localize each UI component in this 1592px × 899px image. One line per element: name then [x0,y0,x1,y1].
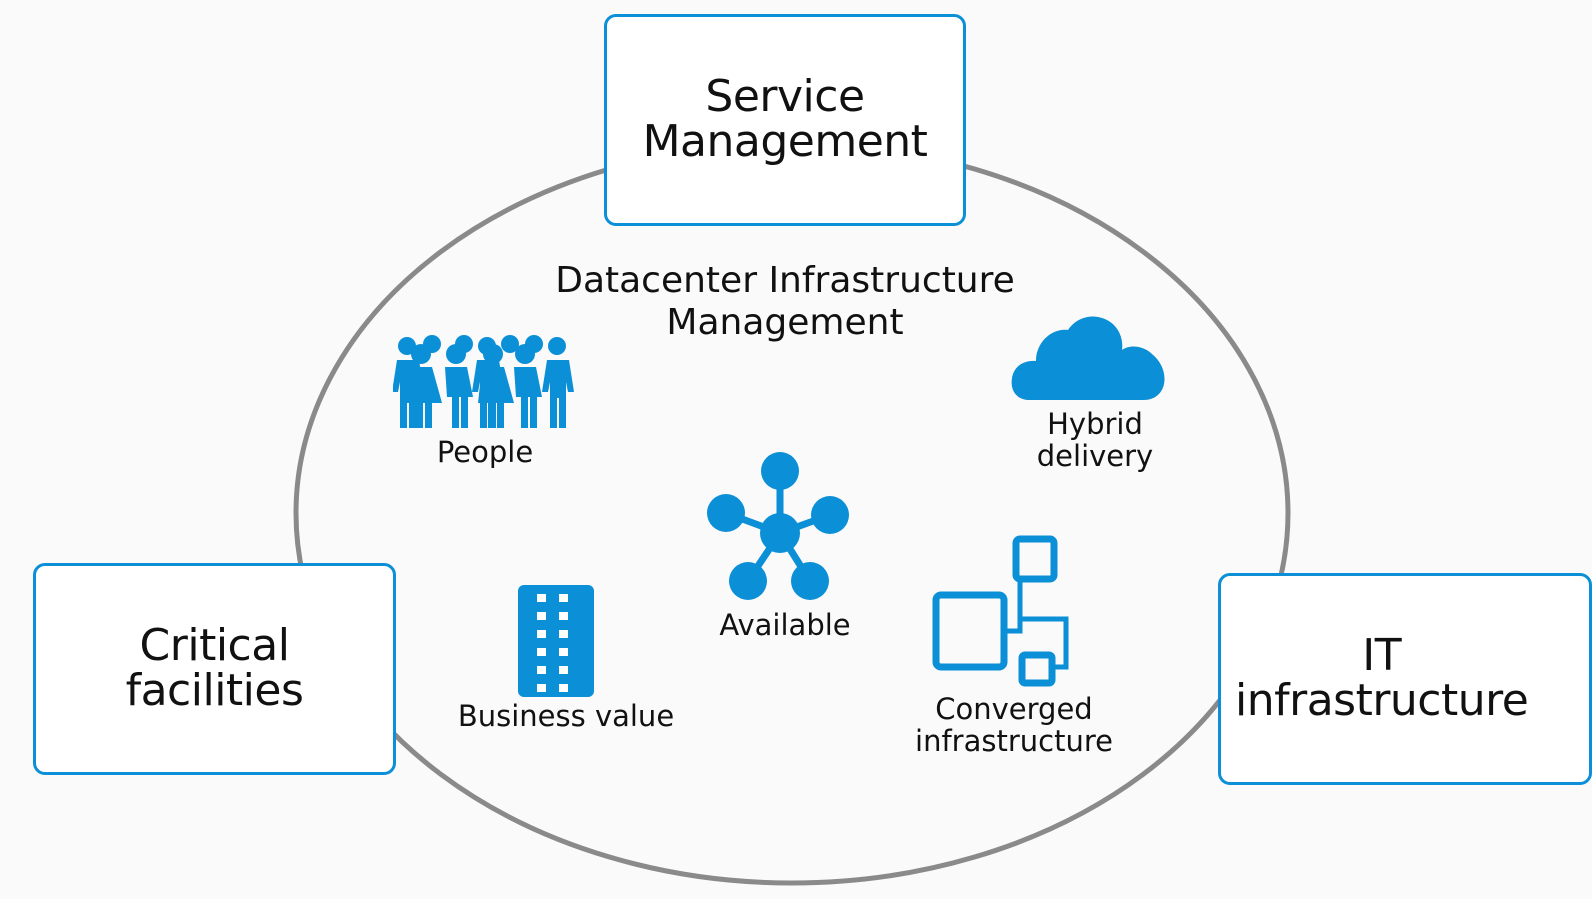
hybrid-delivery-label: Hybrid delivery [1036,407,1154,474]
critical-facilities-label: Critical facilities [125,620,304,716]
converged-boxes-icon [932,535,1069,687]
dcim-title: Datacenter Infrastructure Management [555,260,1015,344]
service-management-label: Service Management [642,71,928,167]
available-label: Available [719,608,851,642]
critical-facilities-box: Critical facilities [33,563,396,775]
business-value-label: Business value [457,699,675,733]
it-infrastructure-box: IT infrastructure [1218,573,1592,785]
cloud-icon [1011,316,1165,400]
network-hub-icon [707,452,849,600]
service-management-box: Service Management [604,14,966,226]
converged-infrastructure-label: Converged infrastructure [915,692,1113,759]
people-label: People [436,435,534,469]
people-group-icon [393,335,574,428]
it-infrastructure-label: IT infrastructure [1235,630,1529,726]
building-icon [518,585,594,697]
